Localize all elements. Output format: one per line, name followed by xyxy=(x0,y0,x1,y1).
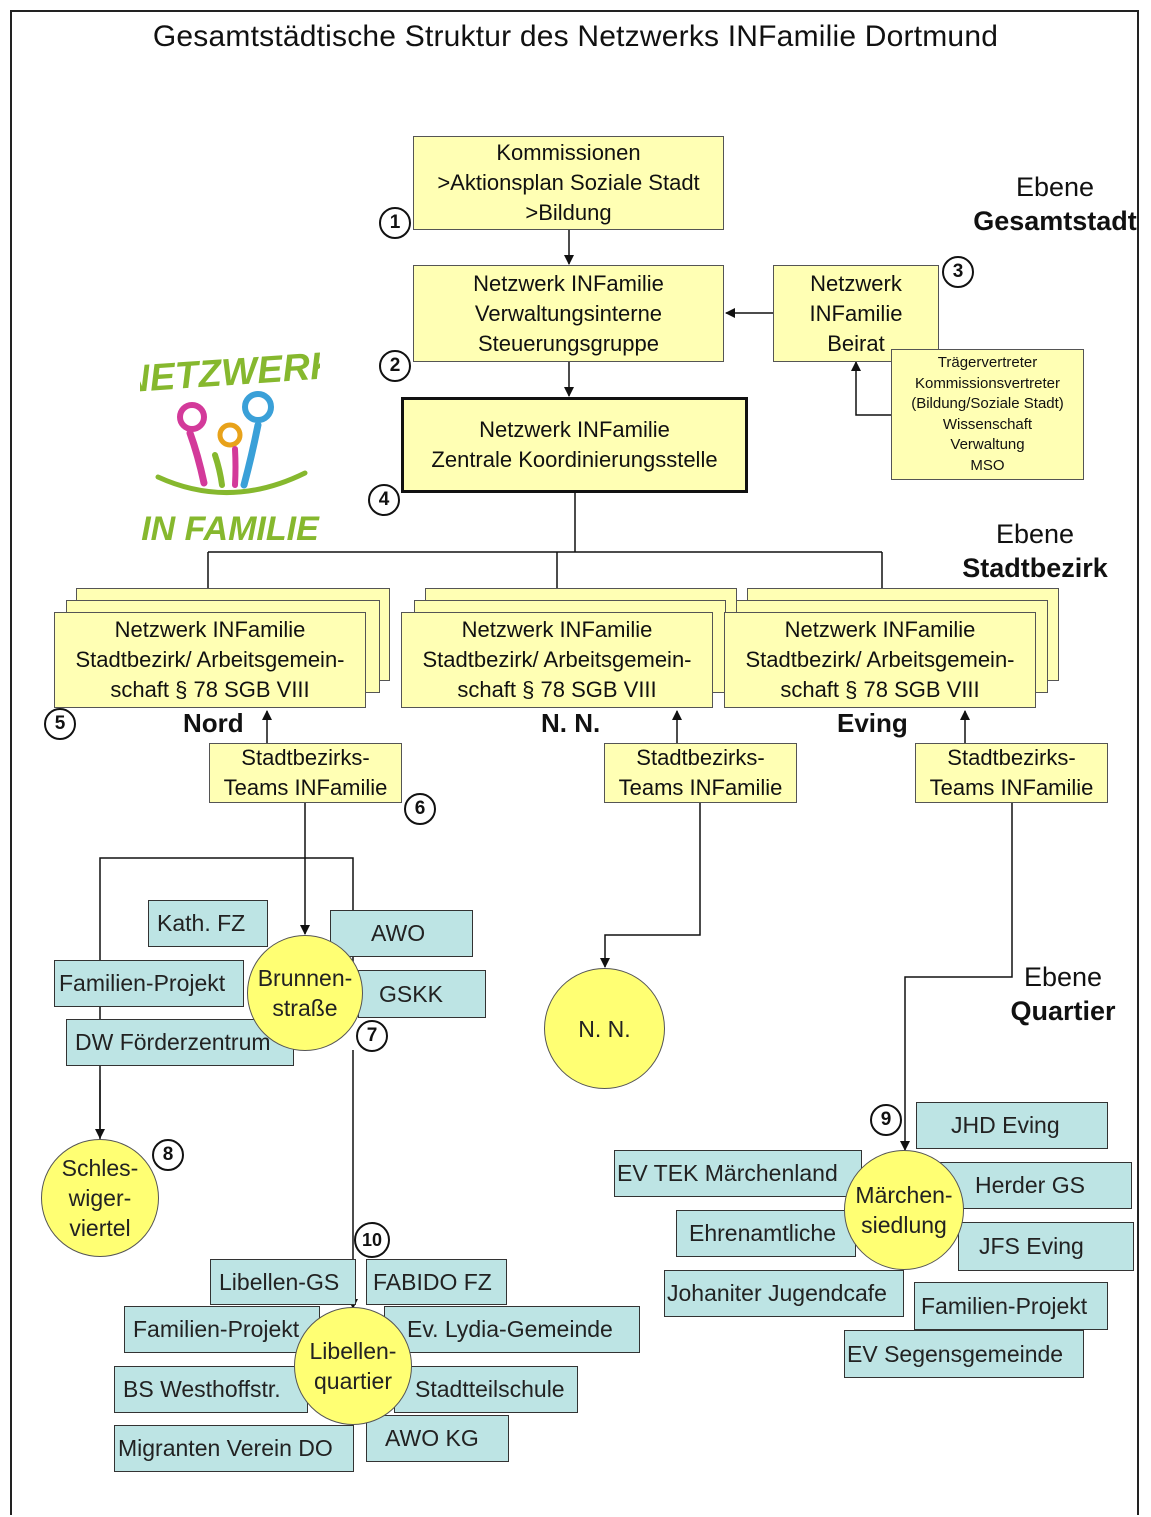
arrow-to-maerchen xyxy=(900,803,1013,1151)
beirat-members-box: Trägervertreter Kommissionsvertreter (Bi… xyxy=(891,349,1084,480)
partner-box: Ehrenamtliche xyxy=(676,1210,856,1257)
district-label-nn: N. N. xyxy=(541,708,601,738)
stadtbezirk-nn-box: Netzwerk INFamilie Stadtbezirk/ Arbeitsg… xyxy=(401,612,713,708)
quarter-libellenquartier: Libellen- quartier xyxy=(294,1307,412,1425)
quarter-nn: N. N. xyxy=(544,968,665,1089)
marker-4: 4 xyxy=(368,484,400,516)
level-gesamtstadt-line2: Gesamtstadt xyxy=(973,206,1137,236)
logo-top-text: NETZWERK xyxy=(140,345,320,401)
partner-box: BS Westhoffstr. xyxy=(114,1366,308,1413)
arrow-members-beirat xyxy=(851,361,891,416)
partner-box: JHD Eving xyxy=(916,1102,1108,1149)
steuerungsgruppe-box: Netzwerk INFamilie Verwaltungsinterne St… xyxy=(413,265,724,362)
beirat-box: Netzwerk INFamilie Beirat xyxy=(773,265,939,362)
partner-box: EV TEK Märchenland xyxy=(614,1150,862,1197)
partner-box: EV Segensgemeinde xyxy=(844,1330,1084,1378)
partner-box: Ev. Lydia-Gemeinde xyxy=(384,1306,640,1353)
marker-1: 1 xyxy=(379,207,411,239)
logo-bottom-text: IN FAMILIE xyxy=(141,510,320,548)
teams-eving-box: Stadtbezirks- Teams INFamilie xyxy=(915,743,1108,803)
quarter-schleswiger-viertel: Schles- wiger- viertel xyxy=(41,1139,159,1257)
marker-2: 2 xyxy=(379,350,411,382)
marker-7: 7 xyxy=(356,1020,388,1052)
marker-3: 3 xyxy=(942,256,974,288)
district-label-nord: Nord xyxy=(183,708,244,738)
partner-box: Libellen-GS xyxy=(210,1259,356,1305)
partner-box: Johaniter Jugendcafe xyxy=(664,1270,904,1317)
teams-nord-box: Stadtbezirks- Teams INFamilie xyxy=(209,743,402,803)
quarter-brunnenstrasse: Brunnen- straße xyxy=(247,935,363,1051)
arrow-to-nn-quarter xyxy=(600,803,701,968)
district-label-eving: Eving xyxy=(837,708,908,738)
partner-box: Familien-Projekt xyxy=(54,960,244,1007)
outer-frame xyxy=(10,10,1139,1515)
level-gesamtstadt-line1: Ebene xyxy=(1015,172,1095,202)
netzwerk-infamilie-logo: NETZWERK IN FAMILIE xyxy=(140,345,320,548)
partner-box: FABIDO FZ xyxy=(366,1259,507,1305)
quarter-maerchensiedlung: Märchen- siedlung xyxy=(844,1150,964,1270)
level-stadtbezirk-line2: Stadtbezirk xyxy=(962,553,1108,583)
level-stadtbezirk: Ebene Stadtbezirk xyxy=(935,517,1135,585)
marker-6: 6 xyxy=(404,793,436,825)
partner-box: Familien-Projekt xyxy=(124,1306,320,1353)
stadtbezirk-eving-box: Netzwerk INFamilie Stadtbezirk/ Arbeitsg… xyxy=(724,612,1036,708)
partner-box: GSKK xyxy=(358,970,486,1018)
level-quartier-line1: Ebene xyxy=(1023,962,1103,992)
marker-8: 8 xyxy=(152,1139,184,1171)
partner-box: Migranten Verein DO xyxy=(114,1425,354,1472)
level-quartier-line2: Quartier xyxy=(1010,996,1116,1026)
koordinierungsstelle-box: Netzwerk INFamilie Zentrale Koordinierun… xyxy=(401,397,748,493)
kommissionen-box: Kommissionen >Aktionsplan Soziale Stadt … xyxy=(413,136,724,230)
marker-9: 9 xyxy=(870,1104,902,1136)
marker-5: 5 xyxy=(44,708,76,740)
stadtbezirk-nord-box: Netzwerk INFamilie Stadtbezirk/ Arbeitsg… xyxy=(54,612,366,708)
level-quartier: Ebene Quartier xyxy=(963,960,1151,1028)
level-stadtbezirk-line1: Ebene xyxy=(995,519,1075,549)
partner-box: AWO KG xyxy=(366,1415,509,1462)
partner-box: Familien-Projekt xyxy=(914,1282,1108,1330)
partner-box: AWO xyxy=(330,910,473,957)
diagram-title: Gesamtstädtische Struktur des Netzwerks … xyxy=(152,20,999,53)
partner-box: DW Förderzentrum xyxy=(66,1019,294,1066)
marker-10: 10 xyxy=(354,1222,390,1258)
partner-box: JFS Eving xyxy=(958,1222,1134,1271)
level-gesamtstadt: Ebene Gesamtstadt xyxy=(955,170,1151,238)
partner-box: Stadtteilschule xyxy=(394,1366,578,1413)
teams-nn-box: Stadtbezirks- Teams INFamilie xyxy=(604,743,797,803)
partner-box: Herder GS xyxy=(938,1162,1132,1209)
partner-box: Kath. FZ xyxy=(148,900,268,947)
